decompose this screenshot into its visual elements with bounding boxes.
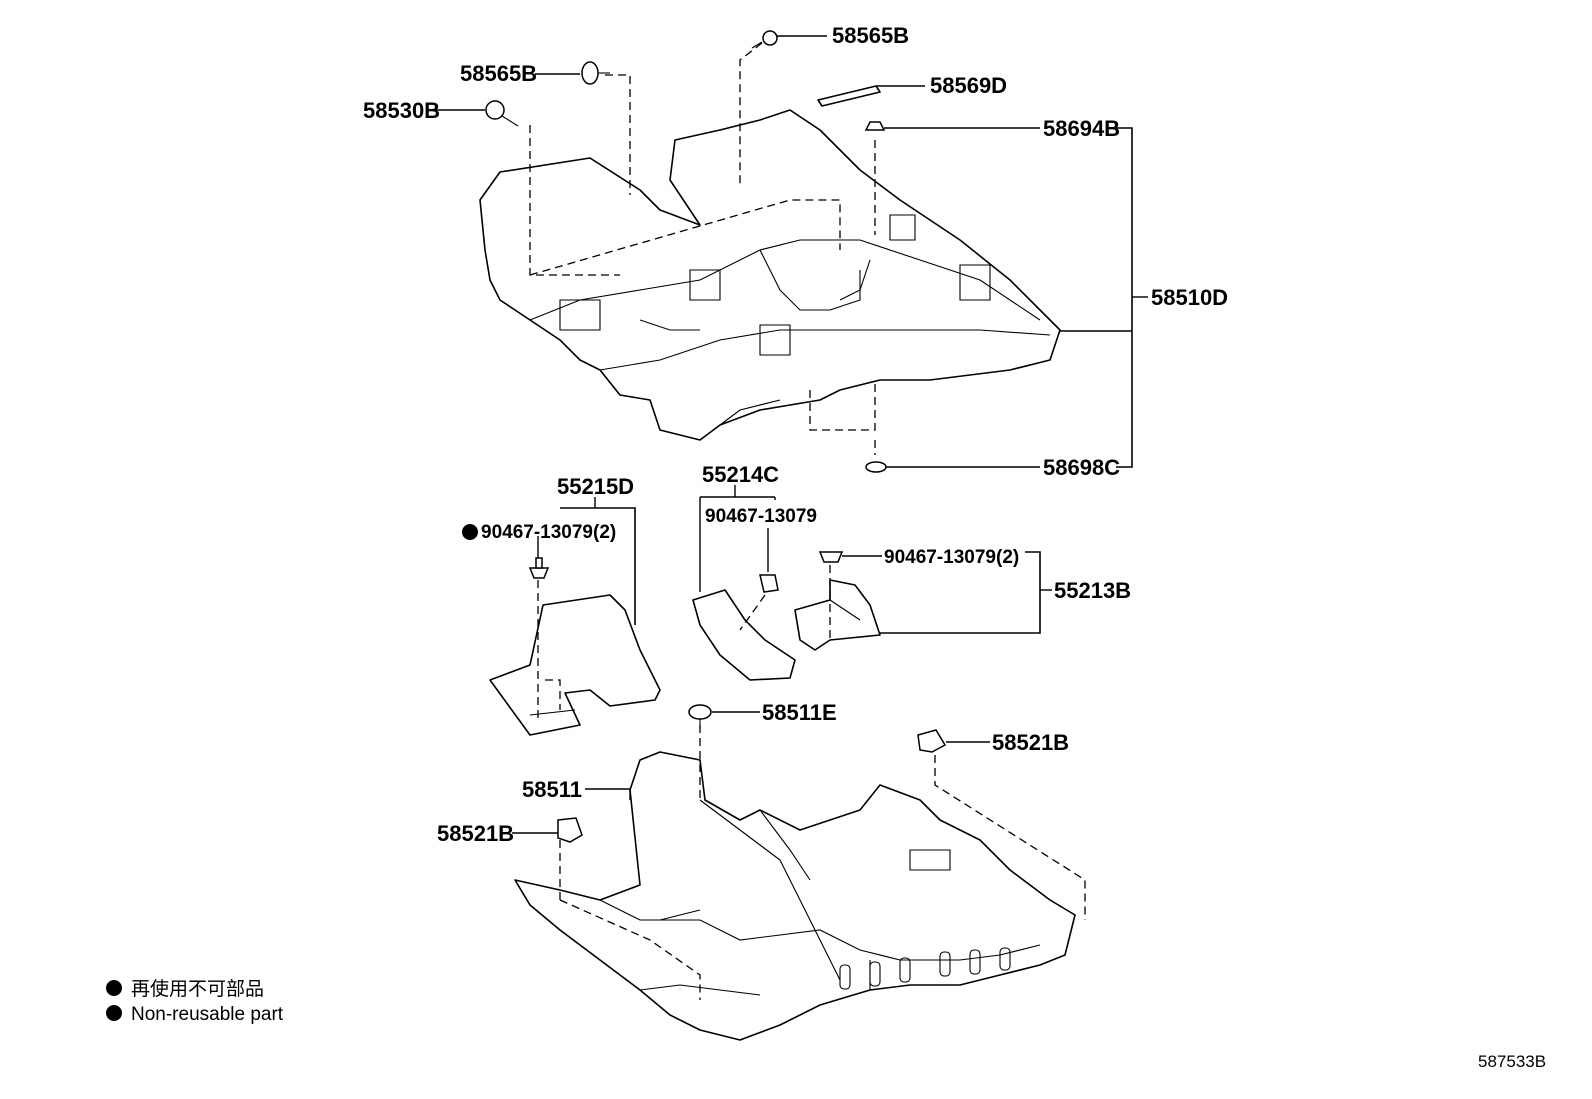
figure-number: 587533B [1478, 1052, 1546, 1071]
bracket [560, 507, 636, 625]
leader-line [585, 788, 631, 800]
clip-58698C[interactable] [865, 461, 887, 473]
insulator-55213B[interactable] [794, 579, 881, 651]
label-58511: 58511 [522, 777, 582, 802]
plate-58569D[interactable] [817, 85, 881, 107]
label-58521B-right: 58521B [992, 730, 1069, 755]
label-55215D: 55215D [557, 474, 634, 499]
label-58510D: 58510D [1151, 285, 1228, 310]
label-58511E: 58511E [762, 700, 837, 725]
dash-line [545, 679, 561, 710]
label-58530B: 58530B [363, 98, 440, 123]
clip-90467-left[interactable] [528, 557, 550, 579]
legend-marker-jp [106, 980, 122, 996]
label-58521B-left: 58521B [437, 821, 514, 846]
floor-carpet-lower[interactable] [514, 751, 1076, 1041]
bracket [880, 551, 1041, 634]
dash-line [739, 594, 766, 631]
clip-90467-right[interactable] [818, 551, 844, 563]
legend-marker-en [106, 1005, 122, 1021]
label-58698C: 58698C [1043, 455, 1120, 480]
label-58694B: 58694B [1043, 116, 1120, 141]
dash-line [605, 74, 631, 195]
clip-90467-mid[interactable] [759, 574, 779, 593]
label-90467-left: 90467-13079(2) [481, 522, 616, 543]
label-58565B-left: 58565B [460, 61, 537, 86]
clip-58521B-left[interactable] [557, 817, 583, 843]
label-58565B-top: 58565B [832, 23, 909, 48]
pad-55214C[interactable] [692, 589, 796, 681]
dash-line [529, 199, 841, 276]
bracket [1116, 127, 1133, 468]
label-90467-right: 90467-13079(2) [884, 547, 1019, 568]
non-reusable-marker [462, 524, 478, 540]
dash-line [809, 380, 876, 431]
clip-58521B-right[interactable] [917, 729, 947, 753]
dash-line [934, 755, 1086, 920]
legend-text-jp: 再使用不可部品 [131, 978, 264, 1000]
label-58569D: 58569D [930, 73, 1007, 98]
floor-carpet-upper[interactable] [479, 109, 1061, 441]
legend-text-en: Non-reusable part [131, 1004, 284, 1025]
bolt-58530B[interactable] [485, 100, 519, 127]
clip-58511E[interactable] [688, 704, 712, 728]
clip-58694B[interactable] [864, 121, 886, 131]
label-55214C: 55214C [702, 462, 779, 487]
clip-58565B-left[interactable] [581, 61, 610, 85]
legend: 再使用不可部品 Non-reusable part [106, 978, 284, 1025]
dash-line [559, 899, 701, 1000]
clip-58565B-top[interactable] [751, 30, 778, 49]
label-90467-mid: 90467-13079 [705, 506, 817, 527]
dash-line [739, 42, 763, 185]
label-55213B: 55213B [1054, 578, 1131, 603]
